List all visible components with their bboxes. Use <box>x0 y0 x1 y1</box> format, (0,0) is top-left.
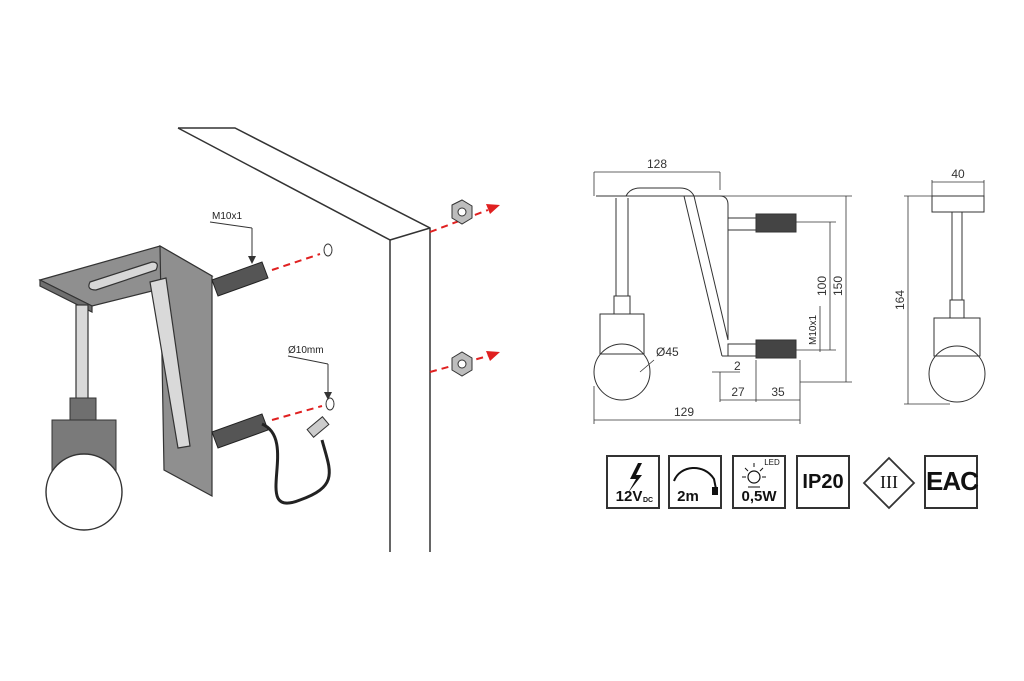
front-view-drawing <box>593 187 797 401</box>
front-dimension-lines <box>593 171 852 424</box>
hex-nut-upper <box>451 199 473 225</box>
assembly-arrows <box>271 209 489 421</box>
ip-rating-icon: IP20 <box>796 455 850 509</box>
dim-seg2: 35 <box>771 385 785 399</box>
side-view-drawing <box>928 195 986 403</box>
eac-value: EAC <box>926 466 979 496</box>
thread-label: M10x1 <box>212 211 242 222</box>
cable-length-value: 2m <box>677 488 699 505</box>
dim-height-rear: 150 <box>831 276 845 296</box>
dim-bulb-diameter: Ø45 <box>656 345 679 359</box>
bulb <box>45 397 123 531</box>
dim-thread: M10x1 <box>808 315 819 345</box>
led-power-icon: LED 0,5W <box>732 455 786 509</box>
led-tag: LED <box>764 458 780 467</box>
bracket <box>38 244 214 498</box>
dim-side-width: 40 <box>951 167 965 181</box>
voltage-icon: 12V DC <box>606 455 660 509</box>
dim-seg1: 27 <box>731 385 745 399</box>
side-dimension-lines <box>904 180 985 405</box>
lower-hole <box>325 397 335 411</box>
hole-label: Ø10mm <box>288 345 324 356</box>
cable-connector <box>306 416 330 438</box>
protection-class-value: III <box>880 472 898 492</box>
voltage-sub: DC <box>642 497 654 504</box>
dim-width-top: 128 <box>647 157 667 171</box>
voltage-value: 12V <box>615 488 643 505</box>
cable-length-icon: 2m <box>668 455 722 509</box>
eac-cert-icon: EAC <box>924 455 979 509</box>
upper-hole <box>323 243 333 257</box>
ip-value: IP20 <box>802 471 844 493</box>
dim-gap: 2 <box>734 359 741 373</box>
dim-side-height: 164 <box>893 290 907 310</box>
power-cable <box>261 422 331 505</box>
power-value: 0,5W <box>741 488 777 505</box>
threaded-studs <box>211 261 269 449</box>
dim-width-bottom: 129 <box>674 405 694 419</box>
dim-spacing: 100 <box>815 276 829 296</box>
protection-class-icon: III <box>862 456 916 510</box>
wall-panel <box>177 127 431 552</box>
hex-nut-lower <box>451 351 473 377</box>
